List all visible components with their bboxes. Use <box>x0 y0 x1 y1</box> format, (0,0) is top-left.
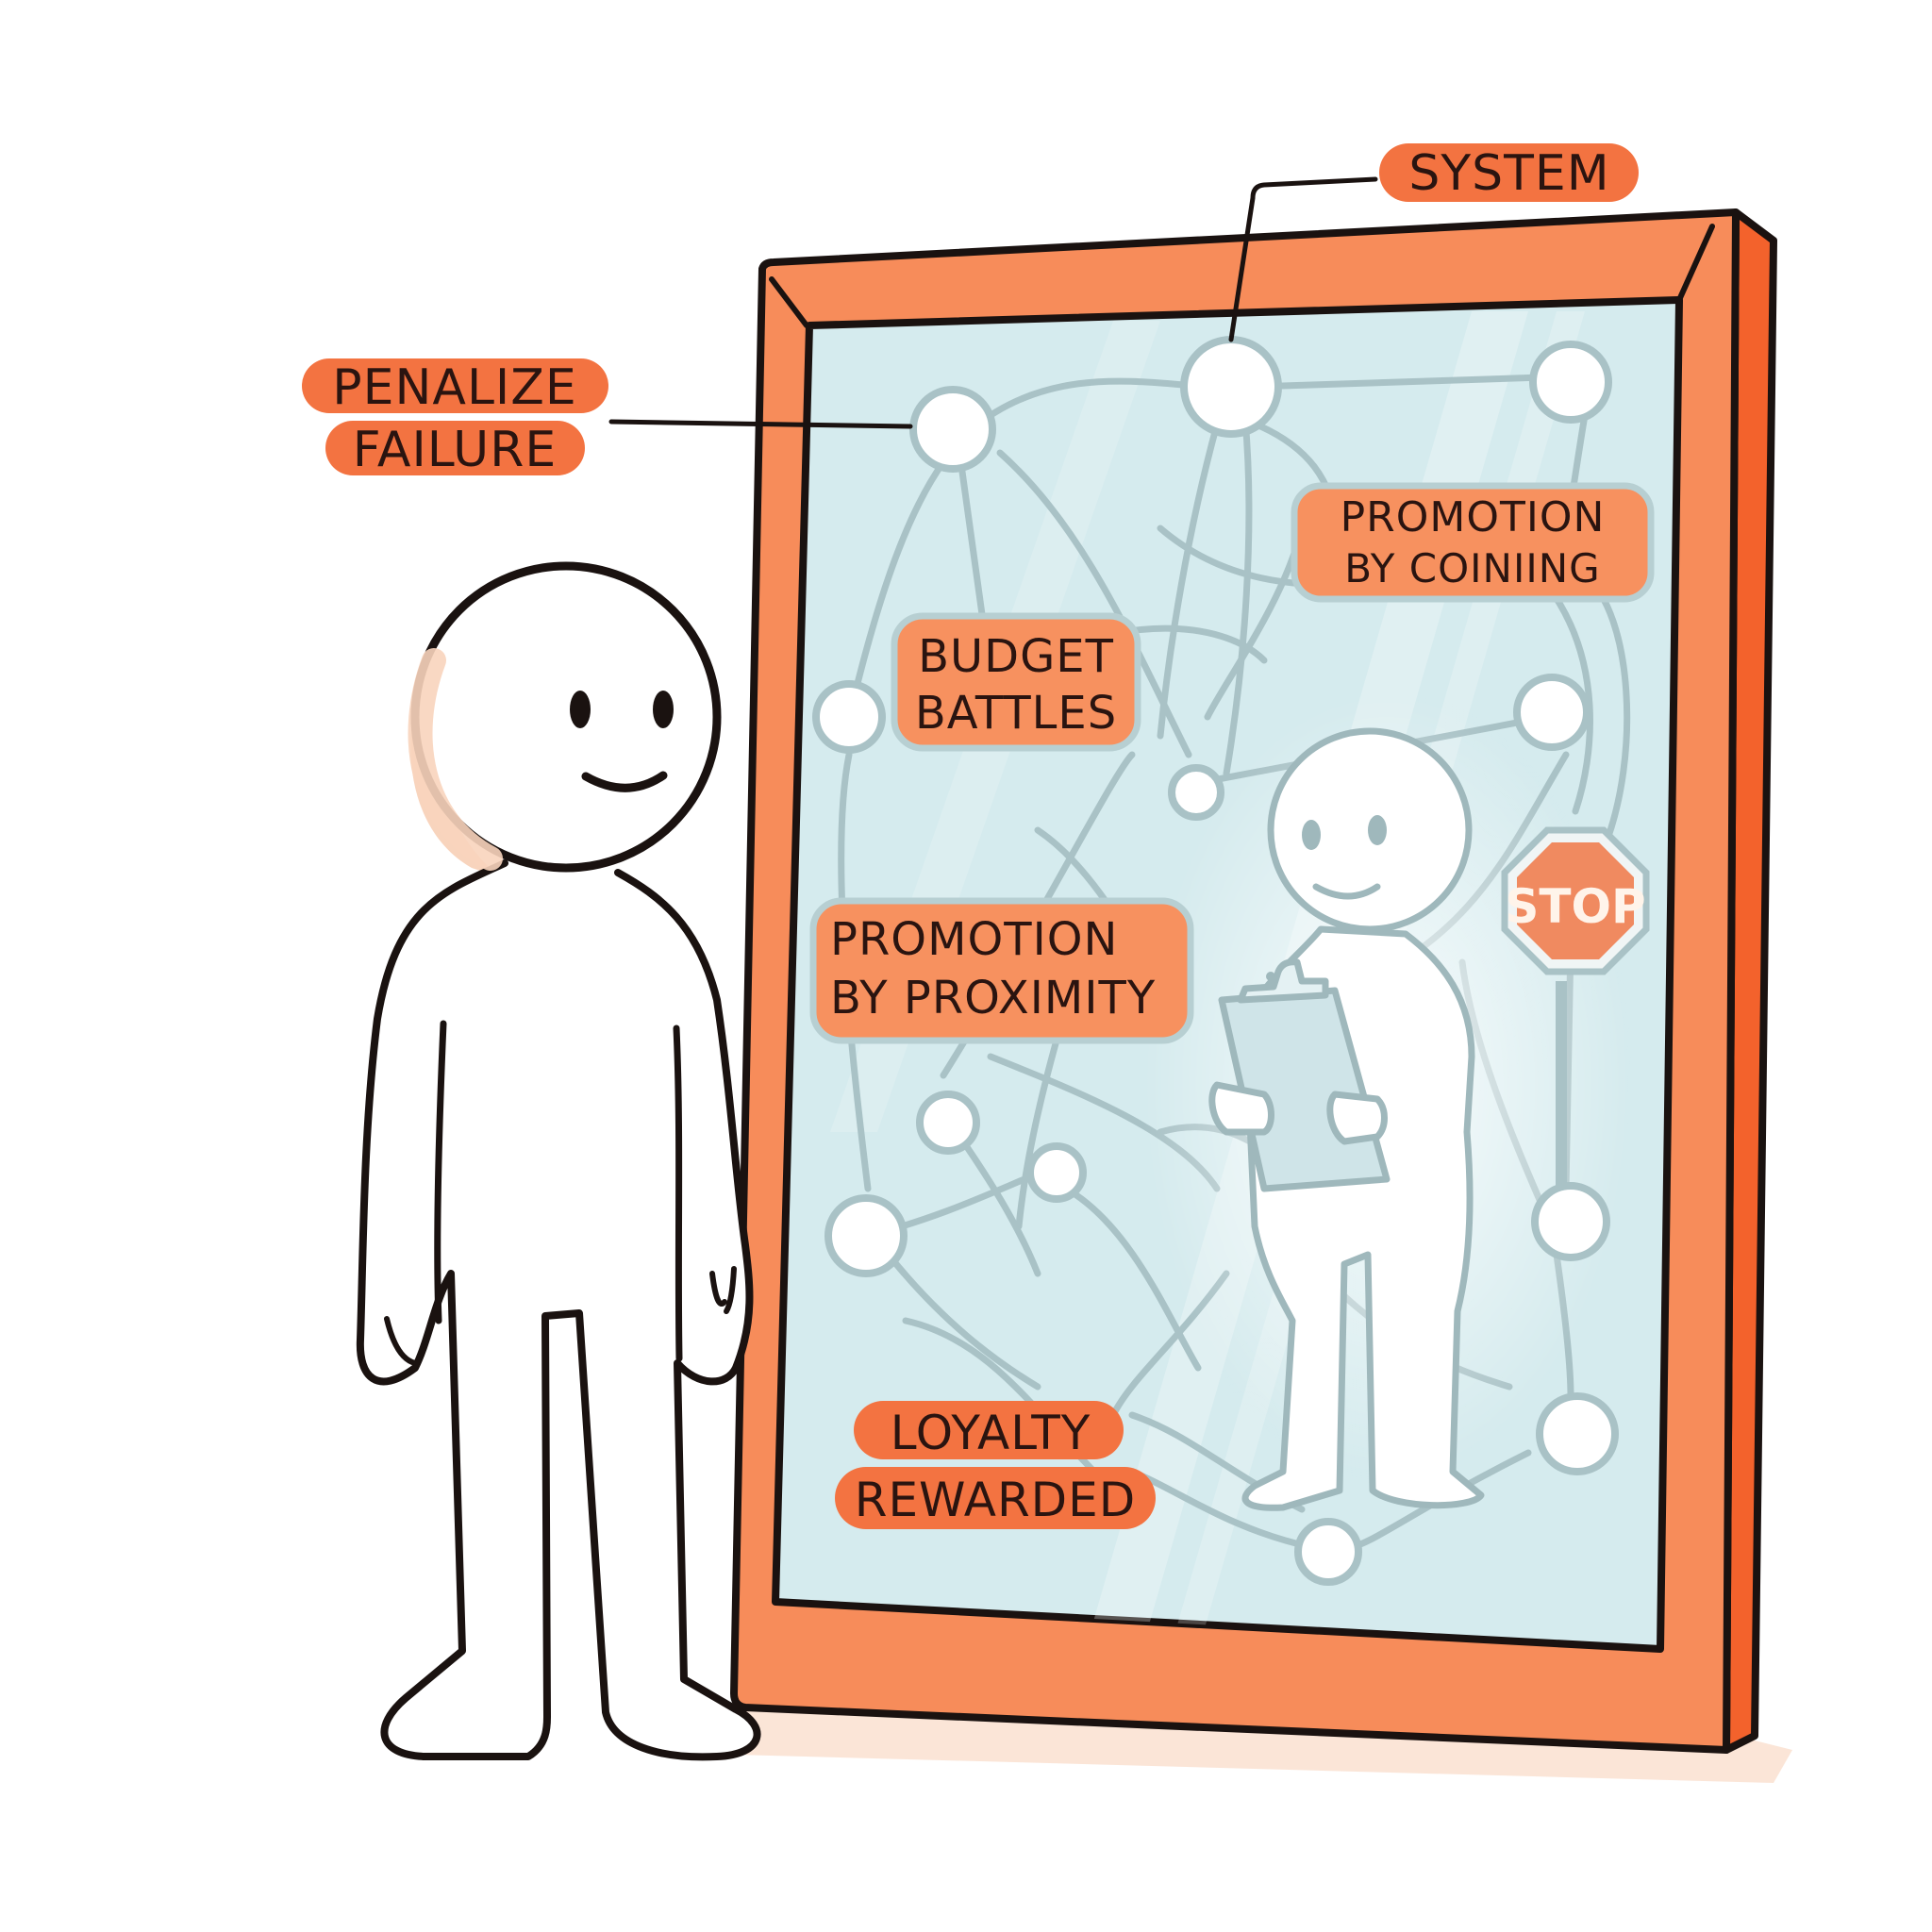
person-eye-left <box>570 691 591 728</box>
label-budget-battles: BUDGET BATTLES <box>891 612 1141 752</box>
svg-text:REWARDED: REWARDED <box>855 1473 1137 1527</box>
person-smile <box>581 771 668 792</box>
svg-text:FAILURE: FAILURE <box>353 422 557 478</box>
label-penalize-failure: PENALIZE FAILURE <box>302 358 608 478</box>
network-node <box>1531 1182 1610 1261</box>
network-nodes <box>812 336 1619 1586</box>
clipboard-icon <box>1208 958 1391 1192</box>
svg-text:PENALIZE: PENALIZE <box>332 359 576 416</box>
network-node <box>1536 1392 1619 1475</box>
svg-text:BY PROXIMITY: BY PROXIMITY <box>830 972 1156 1024</box>
network-node <box>1026 1142 1087 1203</box>
label-promotion-by-proximity: PROMOTION BY PROXIMITY <box>809 897 1194 1044</box>
callout-lines <box>608 176 1378 429</box>
label-promotion-by-coining: PROMOTION BY COINIING <box>1291 482 1655 603</box>
network-node <box>1513 674 1591 751</box>
network-node <box>916 1091 980 1155</box>
label-system: SYSTEM <box>1379 143 1639 202</box>
network-node <box>1168 764 1224 821</box>
svg-text:BATTLES: BATTLES <box>915 687 1117 740</box>
network-node <box>1529 341 1612 424</box>
label-loyalty-rewarded: LOYALTY REWARDED <box>835 1401 1156 1529</box>
stop-sign-label: STOP <box>1505 879 1645 934</box>
network-node <box>812 680 886 754</box>
svg-text:BUDGET: BUDGET <box>918 630 1114 683</box>
network-node <box>1180 336 1282 438</box>
network-node <box>824 1194 908 1277</box>
person-figure <box>356 561 761 1761</box>
stop-sign-icon: STOP <box>1501 826 1650 1189</box>
network-node <box>909 386 996 473</box>
person-eye-right <box>653 691 674 728</box>
svg-text:SYSTEM: SYSTEM <box>1408 145 1609 202</box>
svg-text:PROMOTION: PROMOTION <box>830 913 1118 966</box>
svg-text:PROMOTION: PROMOTION <box>1341 493 1606 541</box>
svg-text:BY COINIING: BY COINIING <box>1344 545 1600 591</box>
network-node <box>1294 1518 1362 1586</box>
svg-text:LOYALTY: LOYALTY <box>891 1406 1091 1460</box>
